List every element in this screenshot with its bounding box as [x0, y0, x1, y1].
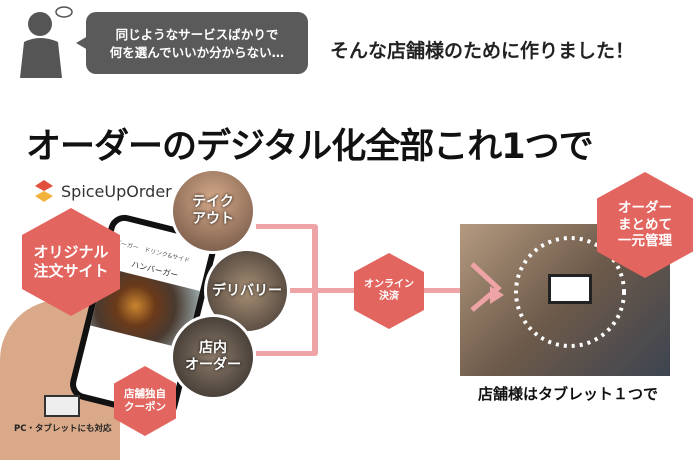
speech-bubble: 同じようなサービスばかりで 何を選んでいいか分からない… — [86, 12, 308, 74]
tagline: そんな店舗様のために作りました！ — [330, 40, 635, 62]
caption: 店舗様はタブレット１つで — [478, 385, 659, 403]
connector — [410, 288, 490, 293]
bubble-text-1: 同じようなサービスばかりで — [115, 27, 279, 42]
channel-takeout: テイクアウト — [170, 168, 256, 254]
bubble-text-2: 何を選んでいいか分からない… — [109, 44, 285, 60]
connector — [290, 288, 360, 293]
bubble-tail — [76, 36, 88, 50]
laptop-icon — [44, 395, 80, 417]
connector — [256, 224, 314, 229]
arrow-head-icon — [490, 286, 504, 304]
brand-name: SpiceUpOrder — [61, 181, 172, 201]
brand-logo: SpiceUpOrder — [33, 178, 172, 204]
worried-person-icon — [20, 6, 73, 78]
headline: オーダーのデジタル化全部これ1つで — [26, 127, 594, 167]
badge-online-payment: オンライン決済 — [354, 253, 424, 329]
pc-note: PC・タブレットにも対応 — [14, 424, 112, 434]
connector — [256, 351, 314, 356]
logo-mark-icon — [35, 180, 53, 202]
channel-in-store: 店内オーダー — [170, 314, 256, 400]
